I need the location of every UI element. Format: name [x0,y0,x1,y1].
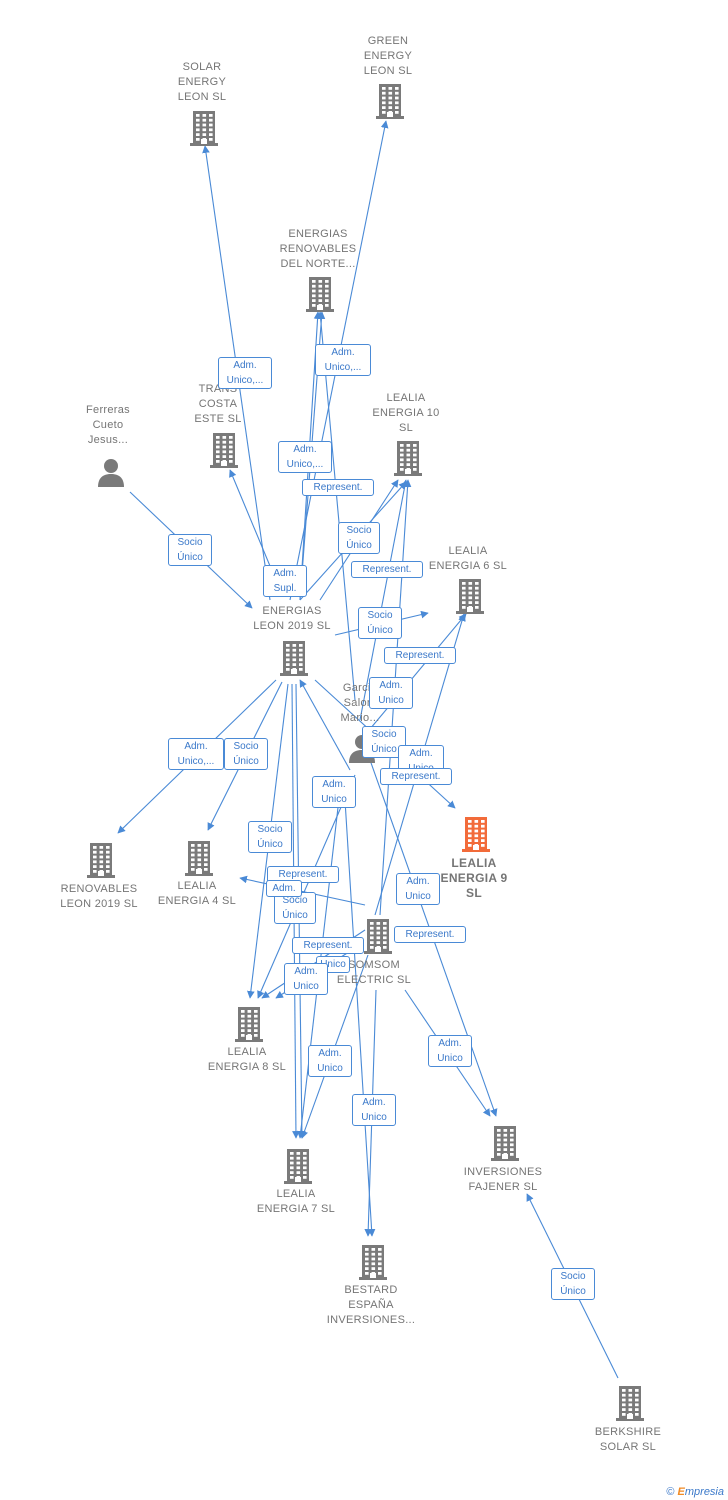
company-node-label[interactable]: SOLAR ENERGY LEON SL [177,61,227,103]
building-icon[interactable] [306,276,334,317]
company-node-label[interactable]: TRANS COSTA ESTE SL [194,383,242,425]
building-icon[interactable] [491,1125,519,1166]
relation-badge[interactable]: Adm. Unico [284,963,328,995]
copyright-symbol: © [666,1486,675,1498]
relation-badge[interactable]: Represent. [384,647,456,664]
relation-badge[interactable]: Adm. Unico [396,873,440,905]
brand-logo-e: E [677,1486,685,1498]
company-node-label[interactable]: LEALIA ENERGIA 7 SL [256,1188,336,1215]
person-icon[interactable] [96,457,126,492]
company-node-label[interactable]: LEALIA ENERGIA 8 SL [207,1046,287,1073]
relation-badge[interactable]: Represent. [394,926,466,943]
edge-line [239,875,366,906]
edge-line [364,613,467,736]
relation-badge[interactable]: Socio Único [358,607,402,639]
company-node-label[interactable]: ENERGIAS LEON 2019 SL [253,605,331,632]
edge-line [344,799,376,1237]
building-icon[interactable] [616,1385,644,1426]
building-icon[interactable] [376,83,404,124]
building-icon[interactable] [394,440,422,481]
relation-badge[interactable]: Represent. [302,479,374,496]
company-node-label[interactable]: RENOVABLES LEON 2019 SL [60,883,138,910]
relation-badge[interactable]: Represent. [351,561,423,578]
edge-line [257,774,356,999]
relation-badge[interactable]: Adm. Unico,... [218,357,272,389]
relation-badge[interactable]: Represent. [292,937,364,954]
company-node-label[interactable]: LEALIA ENERGIA 4 SL [157,880,237,907]
edge-line [316,311,356,701]
company-node-label[interactable]: LEALIA ENERGIA 9 SL [440,856,508,900]
relation-badge[interactable]: Adm. [266,880,302,897]
building-icon[interactable] [190,110,218,151]
relation-badge[interactable]: Adm. Unico [308,1045,352,1077]
company-node-label[interactable]: LEALIA ENERGIA 6 SL [428,545,508,572]
company-node-label[interactable]: BESTARD ESPAÑA INVERSIONES... [326,1284,416,1326]
relation-badge[interactable]: Adm. Unico,... [168,738,224,770]
relation-badge[interactable]: Adm. Supl. [263,565,307,597]
edge-line [299,679,351,771]
relation-badge[interactable]: Adm. Unico,... [278,441,332,473]
brand-logo-text: mpresia [684,1486,724,1498]
relation-badge[interactable]: Socio Único [551,1268,595,1300]
relation-badge[interactable]: Socio Único [338,522,380,554]
footer-brand[interactable]: © Empresia [666,1486,724,1498]
building-icon[interactable] [185,840,213,881]
building-icon[interactable] [359,1244,387,1285]
company-node-label[interactable]: INVERSIONES FAJENER SL [463,1166,543,1193]
relation-badge[interactable]: Socio Único [224,738,268,770]
company-node-label[interactable]: SOMSOM ELECTRIC SL [336,959,412,986]
person-node-label[interactable]: Garcia Salom Mario... [340,682,380,724]
relation-badge[interactable]: Adm. Unico [428,1035,472,1067]
company-node-label[interactable]: GREEN ENERGY LEON SL [363,35,413,77]
building-icon[interactable] [284,1148,312,1189]
building-icon[interactable] [456,578,484,619]
building-icon[interactable] [235,1006,263,1047]
relation-badge[interactable]: Adm. Unico [369,677,413,709]
building-icon[interactable] [87,842,115,883]
company-node-label[interactable]: LEALIA ENERGIA 10 SL [372,392,440,434]
relation-badge[interactable]: Socio Único [168,534,212,566]
relation-badge[interactable]: Represent. [380,768,452,785]
relation-badge[interactable]: Adm. Unico [352,1094,396,1126]
edge-line [359,479,409,721]
relation-badge[interactable]: Socio Único [274,892,316,924]
relation-badge[interactable]: Represent. [267,866,339,883]
building-icon[interactable] [210,432,238,473]
relation-badge[interactable]: Adm. Unico [312,776,356,808]
relation-badge[interactable]: Adm. Unico,... [315,344,371,376]
building-icon[interactable] [280,640,308,681]
company-node-label[interactable]: ENERGIAS RENOVABLES DEL NORTE... [279,228,357,270]
building-icon[interactable] [364,918,392,959]
person-node-label[interactable]: Ferreras Cueto Jesus... [86,404,130,446]
company-node-label[interactable]: BERKSHIRE SOLAR SL [594,1426,662,1453]
relation-badge[interactable]: Socio Único [248,821,292,853]
building-icon[interactable] [462,816,490,857]
